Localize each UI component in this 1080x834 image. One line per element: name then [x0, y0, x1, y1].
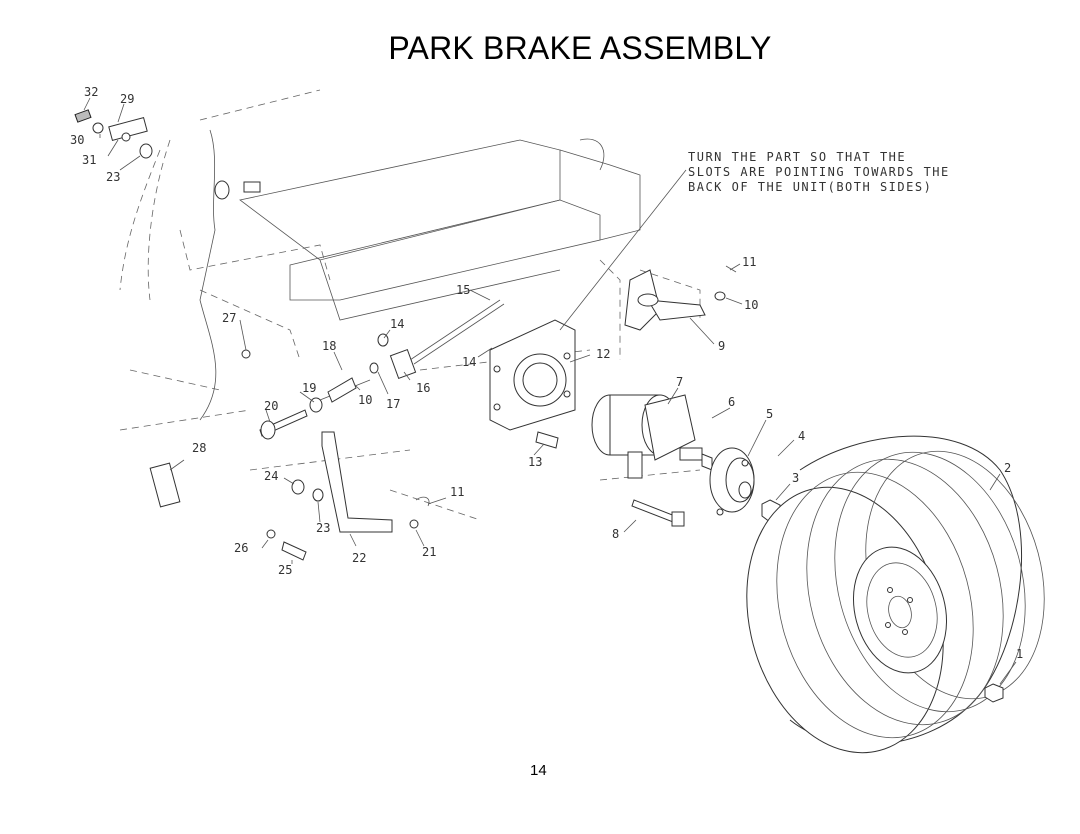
- assembly-note-line-3: BACK OF THE UNIT(BOTH SIDES): [688, 180, 932, 194]
- callout-label: 5: [766, 407, 773, 421]
- callout-label: 32: [84, 85, 98, 99]
- brake-bracket: [489, 319, 576, 431]
- callout-label: 2: [1004, 461, 1011, 475]
- callout-label: 13: [528, 455, 542, 469]
- callout-label: 30: [70, 133, 84, 147]
- chassis-frame: [119, 89, 701, 521]
- callout-label: 10: [358, 393, 372, 407]
- upper-left-hardware: [74, 109, 261, 200]
- callout-label: 31: [82, 153, 96, 167]
- callout-label: 10: [744, 298, 758, 312]
- callout-label: 27: [222, 311, 236, 325]
- callout-label: 16: [416, 381, 430, 395]
- callout-label: 4: [798, 429, 805, 443]
- callout-label: 24: [264, 469, 278, 483]
- callout-label: 17: [386, 397, 400, 411]
- callout-label: 9: [718, 339, 725, 353]
- tire: [746, 435, 1045, 754]
- bolts: [535, 431, 685, 527]
- assembly-note-line-1: TURN THE PART SO THAT THE: [688, 150, 906, 164]
- page-number: 14: [530, 762, 547, 779]
- callout-label: 21: [422, 545, 436, 559]
- leader-lines: [83, 97, 1017, 685]
- callout-label: 18: [322, 339, 336, 353]
- wheel-hub: [709, 447, 781, 523]
- brake-rod-assembly: [241, 299, 505, 440]
- callout-label: 26: [234, 541, 248, 555]
- callout-label: 22: [352, 551, 366, 565]
- brake-pedal: [149, 431, 430, 561]
- callout-label: 7: [676, 375, 683, 389]
- callout-label: 23: [106, 170, 120, 184]
- callout-label: 15: [456, 283, 470, 297]
- callout-label: 3: [792, 471, 799, 485]
- callout-label: 12: [596, 347, 610, 361]
- callout-label: 14: [390, 317, 404, 331]
- callout-label: 20: [264, 399, 278, 413]
- callout-label: 14: [462, 355, 476, 369]
- callout-label: 29: [120, 92, 134, 106]
- callout-label: 6: [728, 395, 735, 409]
- brake-arm: [624, 265, 737, 331]
- callout-label: 11: [742, 255, 756, 269]
- callout-label: 11: [450, 485, 464, 499]
- callout-label: 19: [302, 381, 316, 395]
- callout-label: 1: [1016, 647, 1023, 661]
- assembly-note-line-2: SLOTS ARE POINTING TOWARDS THE: [688, 165, 950, 179]
- callout-label: 23: [316, 521, 330, 535]
- callout-label: 8: [612, 527, 619, 541]
- callout-label: 25: [278, 563, 292, 577]
- hydraulic-motor: [591, 394, 713, 479]
- callout-label: 28: [192, 441, 206, 455]
- page-title: PARK BRAKE ASSEMBLY: [388, 30, 772, 66]
